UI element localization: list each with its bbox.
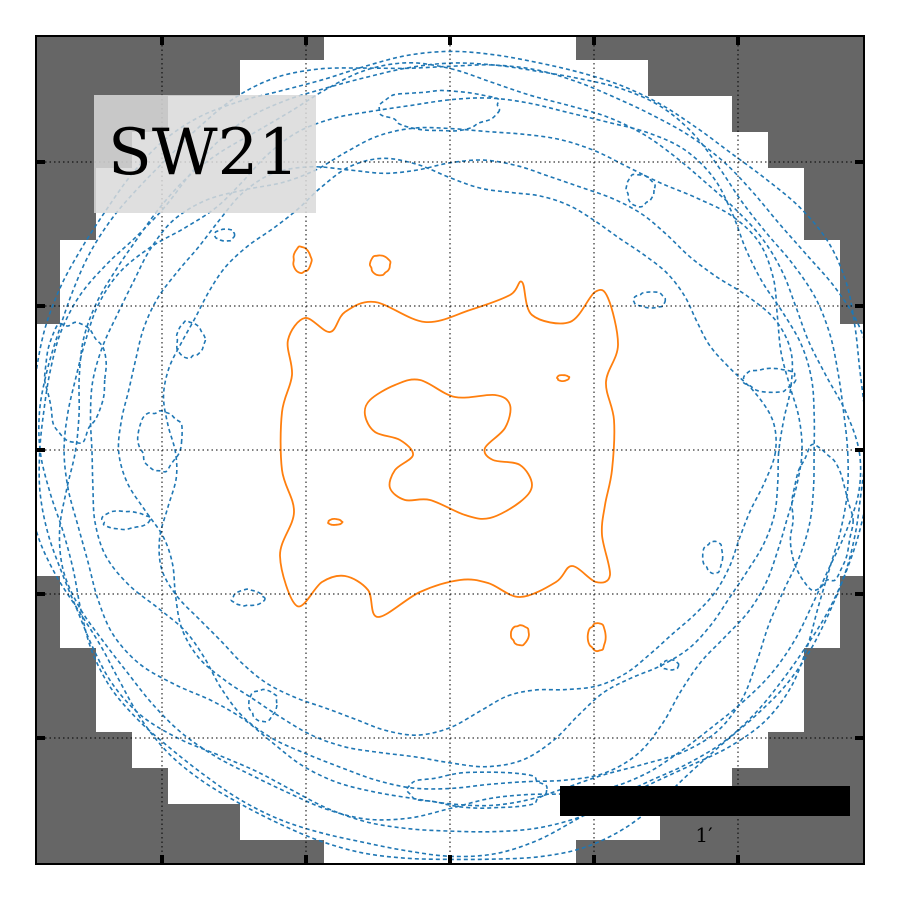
positive-contour-island <box>556 374 571 383</box>
negative-contour-island <box>659 659 680 671</box>
positive-contour-island <box>292 245 313 275</box>
scale-bar-label: 1′ <box>695 823 713 847</box>
grid-lines <box>36 36 864 864</box>
positive-contour-island <box>509 624 530 647</box>
positive-contours <box>279 245 619 653</box>
negative-contour-island <box>43 321 108 445</box>
positive-contour-island <box>586 622 607 653</box>
positive-contour-island <box>368 254 392 277</box>
negative-contour-island <box>405 771 548 810</box>
scale-bar <box>560 786 850 816</box>
negative-contour-island <box>701 540 724 575</box>
negative-contour-ring <box>63 97 816 807</box>
negative-contour-island <box>213 228 236 242</box>
negative-contour-ring <box>158 157 777 736</box>
negative-contour-island <box>742 367 797 394</box>
negative-contour-island <box>378 89 501 132</box>
negative-contour-ring <box>38 62 849 833</box>
negative-contour-island <box>248 688 278 723</box>
negative-contour-island <box>175 319 207 360</box>
negative-contour-ring <box>58 61 862 821</box>
negative-contour-island <box>136 409 183 473</box>
label-box <box>94 95 316 213</box>
negative-contour-island <box>100 510 152 531</box>
negative-contour-ring <box>89 126 803 790</box>
negative-contour-ring <box>117 159 794 768</box>
positive-contour-island <box>327 517 344 526</box>
axis-ticks <box>36 36 864 864</box>
negative-contour-island <box>789 443 854 592</box>
mask-top-right <box>576 36 864 324</box>
mask-bottom-left <box>36 576 324 864</box>
positive-contour-core <box>363 378 533 520</box>
field-label: SW21 <box>108 116 299 190</box>
positive-contour-outer <box>279 280 619 618</box>
plot-frame <box>35 35 865 865</box>
negative-contour-island <box>625 173 656 208</box>
